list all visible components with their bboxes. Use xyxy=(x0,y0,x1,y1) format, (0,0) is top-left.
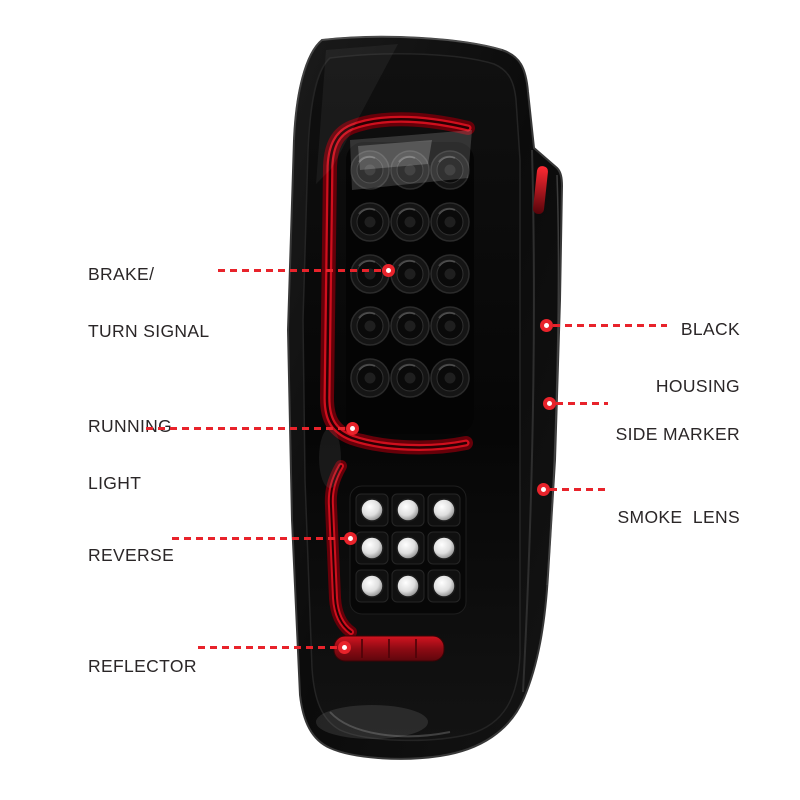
callout-leader-side-marker xyxy=(556,402,608,405)
callout-text-line: RUNNING xyxy=(88,416,173,436)
callout-dot-brake xyxy=(382,264,395,277)
side-marker-streak xyxy=(533,166,548,215)
callout-dot-core xyxy=(350,426,355,431)
callout-dot-core xyxy=(541,487,546,492)
callout-text-line: SIDE MARKER xyxy=(615,424,740,444)
red-light-bar-lower xyxy=(324,460,357,638)
callout-dot-smoke-lens xyxy=(537,483,550,496)
callout-label-reflector: REFLECTOR xyxy=(88,619,197,714)
callout-leader-running-light xyxy=(146,427,346,430)
red-light-bar xyxy=(319,112,475,455)
callout-label-smoke-lens: SMOKE LENS xyxy=(618,470,741,565)
callout-text-line: SMOKE LENS xyxy=(617,507,740,527)
callout-text-line: HOUSING xyxy=(655,376,740,396)
callout-label-side-marker: SIDE MARKER xyxy=(616,387,740,482)
callout-leader-smoke-lens xyxy=(550,488,606,491)
callout-text-line: REVERSE xyxy=(88,545,175,565)
callout-label-running-light: RUNNING LIGHT xyxy=(88,379,172,531)
callout-text-line: BRAKE/ xyxy=(88,264,155,284)
reverse-led-grid xyxy=(349,485,467,615)
callout-label-brake-turn-signal: BRAKE/ TURN SIGNAL xyxy=(88,227,210,379)
callout-dot-reverse xyxy=(344,532,357,545)
callout-dot-running-light xyxy=(346,422,359,435)
callout-text-line: TURN SIGNAL xyxy=(88,321,210,341)
callout-text-line: LIGHT xyxy=(88,473,142,493)
callout-dot-core xyxy=(386,268,391,273)
callout-leader-reverse xyxy=(172,537,346,540)
callout-text-line: BLACK xyxy=(680,319,740,339)
callout-dot-core xyxy=(547,401,552,406)
callout-leader-black-housing xyxy=(553,324,667,327)
callout-dot-black-housing xyxy=(540,319,553,332)
lens-reflections xyxy=(316,44,451,739)
callout-leader-reflector xyxy=(198,646,338,649)
callout-text-line: REFLECTOR xyxy=(88,656,197,676)
callout-dot-core xyxy=(342,645,347,650)
callout-dot-core xyxy=(348,536,353,541)
callout-dot-side-marker xyxy=(543,397,556,410)
callout-label-black-housing: BLACK HOUSING xyxy=(656,282,740,434)
brake-led-grid xyxy=(346,130,474,434)
callout-label-reverse: REVERSE xyxy=(88,508,174,603)
callout-dot-core xyxy=(544,323,549,328)
callout-dot-reflector xyxy=(338,641,351,654)
callout-leader-brake xyxy=(218,269,382,272)
